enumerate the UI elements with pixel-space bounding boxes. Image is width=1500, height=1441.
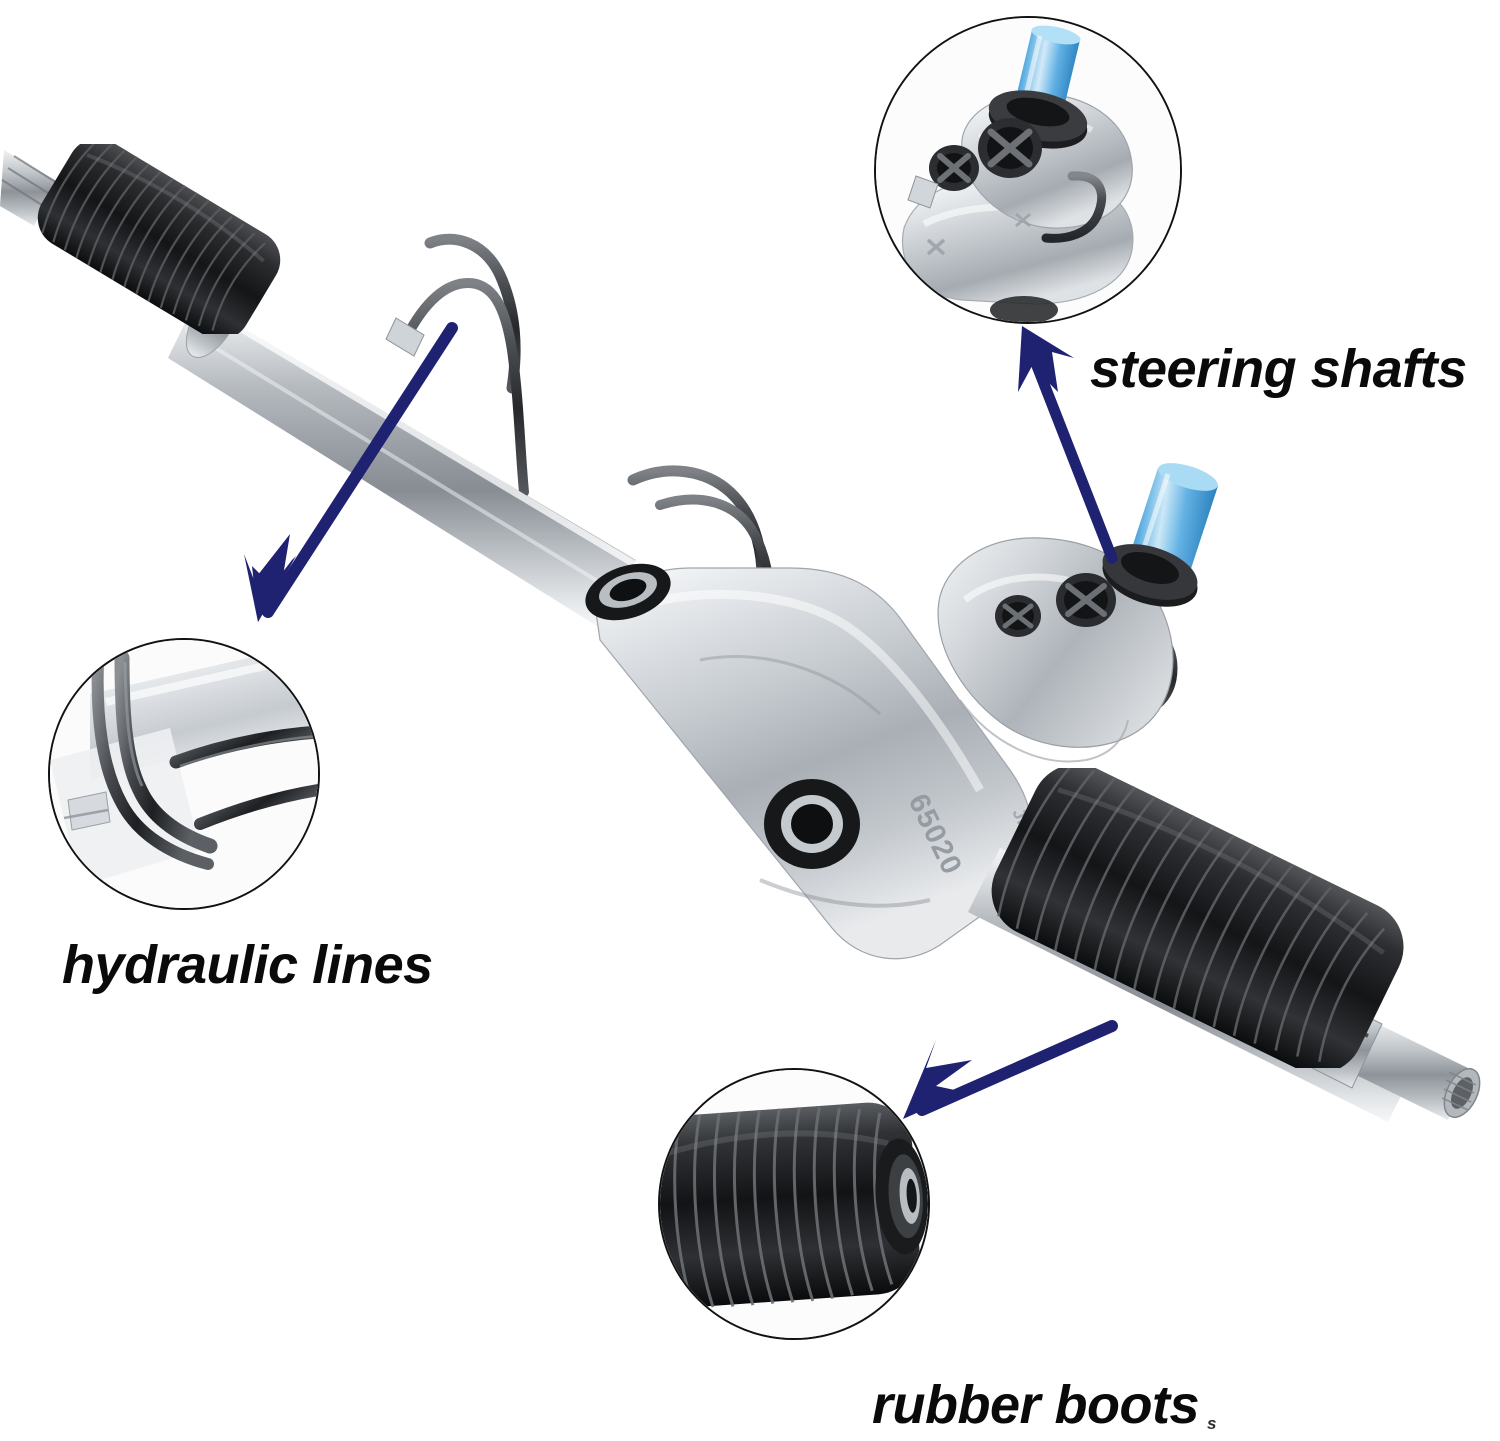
inset-hydraulic-lines-content [50, 640, 318, 908]
mounting-bushing-lower [764, 779, 860, 869]
hydraulic-port-fitting-small [995, 595, 1041, 637]
rack-housing [595, 567, 1033, 960]
left-rubber-boot [34, 138, 284, 340]
input-shaft-dust-seal [1102, 544, 1198, 607]
hydraulic-port-fitting-large [1056, 573, 1116, 627]
callout-label-rubber-boots: rubber boots [872, 1375, 1200, 1435]
right-rubber-boot [988, 762, 1408, 1074]
inset-steering-shafts [874, 16, 1182, 324]
inset-hydraulic-lines [48, 638, 320, 910]
inset-rubber-boots-content [660, 1070, 928, 1338]
watermark-text: s [1207, 1414, 1217, 1433]
mounting-bushing-upper [585, 563, 671, 621]
inset-port-small [929, 145, 979, 191]
callout-label-steering-shafts: steering shafts [1090, 339, 1467, 399]
inset-port-large [978, 118, 1042, 178]
callout-label-hydraulic-lines: hydraulic lines [62, 935, 433, 995]
inset-rubber-boots [658, 1068, 930, 1340]
inset-steering-shafts-content [876, 18, 1180, 322]
